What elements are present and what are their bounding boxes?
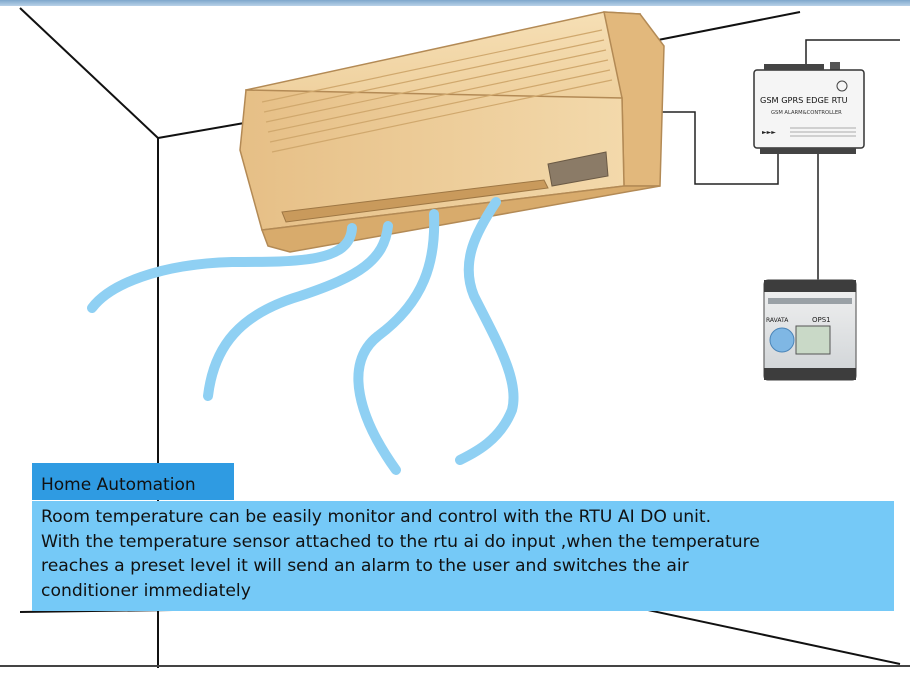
window-top-bar xyxy=(0,0,910,6)
air-conditioner xyxy=(239,11,665,253)
rtu-subtitle: GSM ALARM&CONTROLLER xyxy=(771,110,842,116)
caption-body: Room temperature can be easily monitor a… xyxy=(32,501,894,611)
plc-label-strip xyxy=(768,298,852,304)
ce-mark-icon xyxy=(836,80,848,92)
ac-grill-lines xyxy=(261,29,613,153)
airflow-ribbon-3 xyxy=(353,209,440,475)
caption-line: conditioner immediately xyxy=(41,580,251,601)
rtu-title: GSM GPRS EDGE RTU xyxy=(760,95,848,105)
plc-lcd-screen xyxy=(795,325,831,355)
caption-line: Room temperature can be easily monitor a… xyxy=(41,507,712,527)
ac-bottom-face xyxy=(260,185,661,253)
ac-display-panel xyxy=(547,151,609,187)
plc-bottom-terminals xyxy=(764,368,856,380)
ac-vent xyxy=(281,179,549,223)
rtu-label-lines xyxy=(790,127,856,137)
airflow-ribbon-2 xyxy=(203,221,393,401)
rtu-terminals xyxy=(760,64,856,154)
rtu-antenna-connector xyxy=(830,62,840,70)
caption-title: Home Automation xyxy=(32,463,234,500)
airflow-ribbon-1 xyxy=(87,223,357,313)
gsm-rtu-device: GSM GPRS EDGE RTU GSM ALARM&CONTROLLER ►… xyxy=(753,62,865,154)
airflow-ribbon-4 xyxy=(455,197,519,465)
plc-top-terminals xyxy=(764,280,856,292)
caption-line: reaches a preset level it will send an a… xyxy=(41,556,689,576)
rtu-arrows-icon: ►►► xyxy=(762,129,776,136)
plc-model: OPS1 xyxy=(812,316,831,324)
caption-line: With the temperature sensor attached to … xyxy=(41,531,760,552)
plc-keypad-icon xyxy=(769,327,795,353)
airflow xyxy=(87,197,519,475)
wiring xyxy=(660,39,900,285)
plc-module: RAVATA OPS1 xyxy=(763,279,857,381)
plc-brand: RAVATA xyxy=(766,317,789,324)
